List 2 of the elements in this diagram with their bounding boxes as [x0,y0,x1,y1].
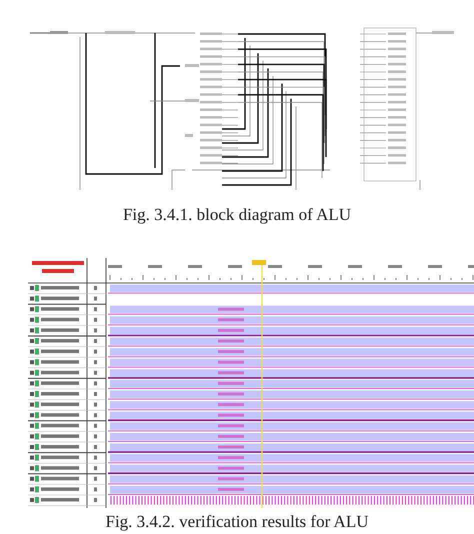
figure-caption: Fig. 3.4.1. block diagram of ALU [122,205,352,225]
figure-caption: Fig. 3.4.2. verification results for ALU [104,512,370,532]
